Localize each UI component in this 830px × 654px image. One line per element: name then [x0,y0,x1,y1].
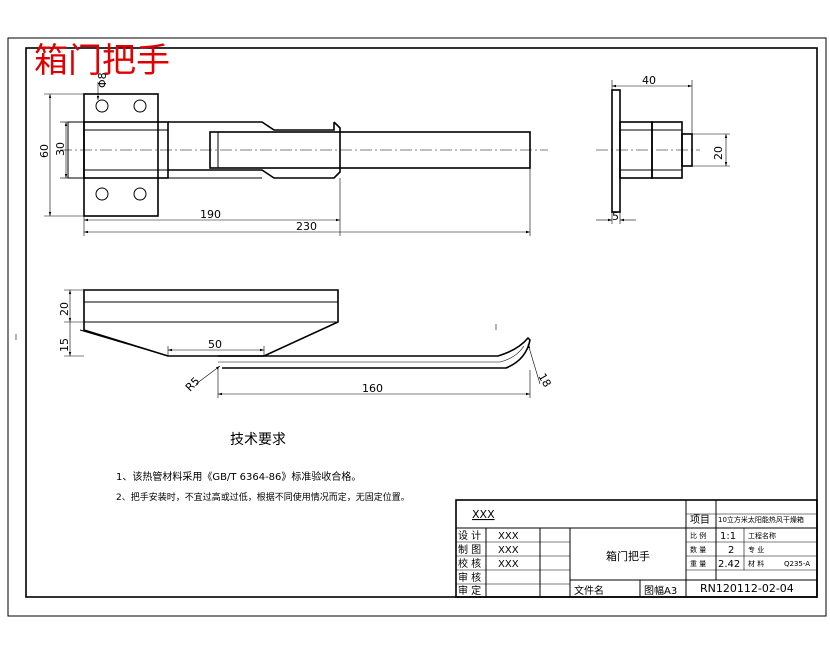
dim-230: 230 [296,220,317,233]
inner-frame [25,47,818,598]
tb-scale-label: 比 例 [690,531,706,540]
dim-20-side: 20 [712,146,725,160]
bottom-view: 20 15 50 R5 160 18 [58,289,554,398]
tb-file-label: 文件名 [574,584,604,597]
tech-line-2: 2、把手安装时，不宜过高或过低，根据不同使用情况而定，无固定位置。 [116,491,410,503]
tb-row-value: XXX [498,545,519,556]
mount-hole [133,99,147,113]
tb-row-label: 审 定 [458,584,481,597]
dim-60: 60 [38,144,51,158]
tb-project-value: 10立方米太阳能热风干燥箱 [718,515,804,524]
title-block: XXX 项目 10立方米太阳能热风干燥箱 设 计 XXX 制 图 XXX 校 核… [455,499,818,598]
tb-material-value: Q235-A [784,560,810,568]
dim-5: 5 [612,210,619,223]
drawing-title: 箱门把手 [34,41,170,81]
tech-line-1: 1、该热管材料采用《GB/T 6364-86》标准验收合格。 [116,470,361,483]
tb-scale-value: 1:1 [720,531,736,542]
mount-hole [133,187,147,201]
dim-40: 40 [642,74,656,87]
outer-frame [7,37,827,617]
tb-drawing-no: RN120112-02-04 [700,582,794,595]
tb-qty-value: 2 [728,545,734,556]
tb-row-value: XXX [498,531,519,542]
dim-20-bottom: 20 [58,302,71,316]
dim-18: 18 [535,371,553,390]
tb-row-label: 制 图 [458,543,481,556]
tb-material-label: 材 料 [748,559,764,568]
side-view: 40 20 5 [596,74,730,224]
dim-160: 160 [362,382,383,395]
tb-row-label: 审 核 [458,571,481,584]
tb-scale-extra: 工程名称 [748,531,776,540]
dim-50: 50 [208,338,222,351]
tb-weight-label: 重 量 [690,560,706,568]
tech-heading: 技术要求 [230,432,286,448]
tb-qty-label: 数 量 [690,545,706,554]
mount-hole [95,99,109,113]
dim-15: 15 [58,338,71,352]
tb-designer-mark: XXX [472,508,495,521]
tb-sheet-label: 图幅A3 [644,584,677,597]
tb-row-value: XXX [498,559,519,570]
mount-hole [95,187,109,201]
tb-row-label: 设 计 [458,529,481,542]
tb-weight-value: 2.42 [718,559,740,570]
tb-qty-extra: 专 业 [748,545,764,554]
tb-row-label: 校 核 [458,557,481,570]
tb-project-label: 项目 [690,514,710,526]
top-view: 60 30 Φ8 190 230 [38,72,548,236]
dim-30: 30 [54,142,67,156]
dim-phi8: Φ8 [96,72,109,88]
dim-190: 190 [200,208,221,221]
tb-part-name: 箱门把手 [606,549,650,563]
dim-r5: R5 [183,375,203,395]
